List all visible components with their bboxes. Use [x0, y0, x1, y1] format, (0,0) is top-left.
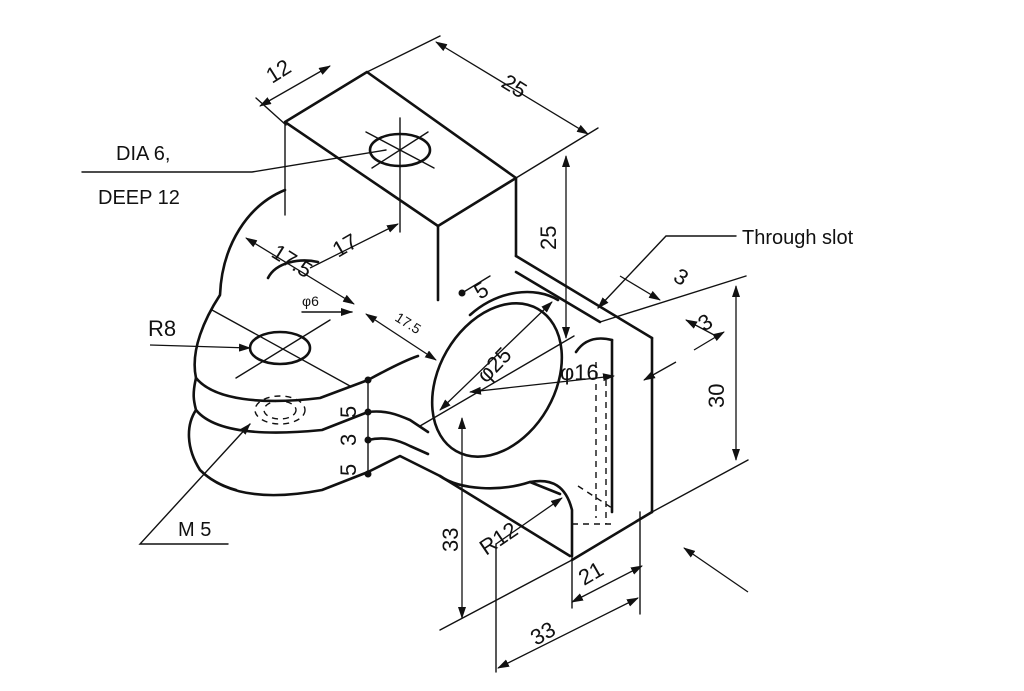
m5-hidden-thread [254, 395, 306, 425]
dim-line-3-b2 [693, 331, 725, 351]
leader-through-slot [597, 235, 737, 309]
label-17-5-b: 17.5 [392, 309, 424, 337]
lug-neck-line-3 [366, 437, 430, 456]
label-17: 17 [328, 228, 362, 262]
label-25-vertical: 25 [536, 226, 561, 250]
dim-dot-3 [364, 436, 372, 444]
ext-line-30-bottom [651, 459, 749, 513]
label-dia6: DIA 6, [116, 143, 170, 165]
label-phi16: φ16 [560, 360, 599, 385]
label-5-a: 5 [336, 406, 361, 418]
ext-line-12a [255, 97, 287, 126]
label-3-b: 3 [693, 309, 717, 337]
label-33-vertical: 33 [438, 528, 463, 552]
dim-line-3-a2 [685, 319, 717, 337]
label-m5: M 5 [178, 519, 211, 541]
label-phi25: φ25 [472, 342, 517, 387]
dim-dot-2 [364, 408, 372, 416]
dim-line-17-5-b [365, 313, 437, 361]
label-deep12: DEEP 12 [98, 187, 180, 209]
ext-line-25b [515, 127, 599, 179]
center-line-lug-b [235, 319, 331, 379]
leader-dia6 [81, 149, 387, 173]
leader-m5 [138, 423, 251, 545]
dim-line-3-b [643, 361, 677, 381]
dim-line-12 [259, 65, 331, 107]
dimension-labels: 12 25 DIA 6, DEEP 12 17.5 17 φ6 17.5 5 2… [98, 54, 854, 650]
dim-line-17-5-a [245, 237, 355, 305]
label-30: 30 [704, 384, 729, 408]
lug-neck-line [366, 354, 420, 382]
label-5-b: 5 [336, 464, 361, 476]
ext-line-33-bottom [439, 559, 573, 631]
dim-line-25-top [435, 41, 589, 135]
label-21: 21 [574, 556, 608, 590]
slot-arc-top [574, 337, 614, 354]
label-through-slot: Through slot [742, 227, 854, 249]
dim-dot-1 [364, 376, 372, 384]
lug-top-outline [193, 188, 370, 403]
center-line-lug-a [211, 309, 351, 387]
ext-line-25a [366, 35, 441, 73]
label-phi6: φ6 [302, 293, 319, 309]
dim-line-33-bottom [497, 597, 639, 669]
bore-boss-bottom [438, 474, 562, 496]
ext-line-3-top [599, 275, 747, 323]
leader-r8 [149, 343, 251, 352]
side-plate-top [514, 254, 654, 340]
dim-line-21 [571, 565, 643, 603]
dim-line-r12 [495, 497, 563, 545]
dim-line-phi25 [439, 301, 553, 411]
side-plate-top-inner [514, 270, 602, 324]
hidden-slot-base [577, 485, 613, 509]
lug-front-curve [198, 468, 238, 492]
label-25-top: 25 [497, 69, 531, 103]
label-r8: R8 [148, 316, 176, 341]
base-right-edge [570, 510, 654, 562]
label-33-bottom: 33 [526, 616, 560, 650]
dim-dot-4 [364, 470, 372, 478]
lug-second-outline [192, 376, 370, 434]
part-outline [187, 70, 654, 562]
dim-line-3-a [619, 275, 661, 301]
label-12: 12 [261, 54, 295, 88]
dim-line-phi16 [469, 373, 615, 395]
lug-neck-line-2 [366, 410, 430, 434]
lug-neck-line-4 [366, 454, 442, 478]
dim-line-17 [309, 223, 399, 269]
m5-hidden-thread-2 [263, 400, 297, 420]
dimension-lines [81, 35, 749, 673]
leader-5-top [461, 275, 491, 294]
label-3-c: 3 [336, 434, 361, 446]
base-cutout [528, 479, 574, 558]
view-direction-arrow [683, 547, 749, 593]
label-3-a: 3 [669, 263, 693, 291]
